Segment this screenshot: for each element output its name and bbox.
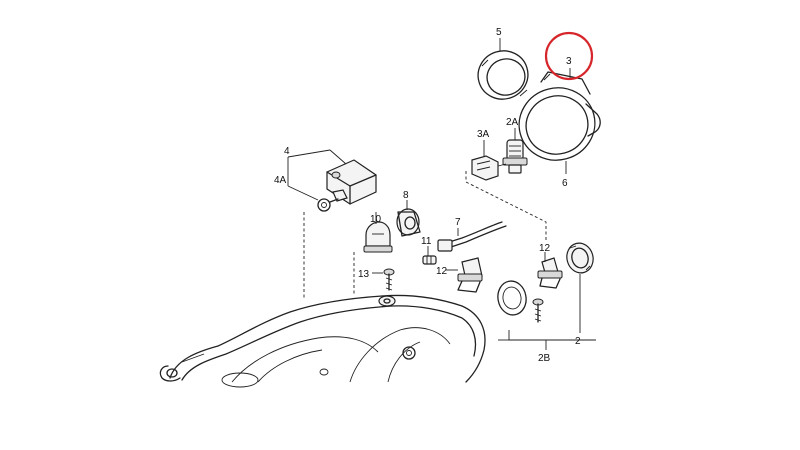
callout-3: 3 (566, 56, 572, 67)
callout-2a: 2A (506, 117, 519, 128)
callout-3a: 3A (477, 129, 490, 140)
part-2-sealing-cap (566, 242, 594, 333)
callout-4: 4 (284, 146, 290, 157)
callout-10: 10 (370, 214, 382, 225)
callout-5: 5 (496, 27, 502, 38)
part-5-seal-ring (477, 38, 529, 100)
callout-8: 8 (403, 190, 409, 201)
highlight-circle-callout-3 (544, 31, 594, 81)
callout-4a: 4A (274, 175, 287, 186)
part-8-bulb-socket (396, 200, 421, 237)
callout-2b: 2B (538, 353, 551, 364)
callout-13: 13 (358, 269, 370, 280)
part-11-small-bulb (422, 246, 437, 265)
part-3a-bulb-holder (471, 140, 507, 181)
part-12-left-bulb (446, 257, 483, 293)
part-7-wiring-harness (437, 221, 507, 252)
part-13-screw (372, 268, 395, 291)
part-2a-bulb (502, 128, 528, 174)
callout-2: 2 (575, 336, 581, 347)
callout-11: 11 (421, 236, 432, 247)
part-12-right-bulb (537, 252, 563, 289)
part-10-bulb (363, 212, 393, 253)
part-4-adjuster-motor (287, 149, 377, 212)
headlight-housing (159, 294, 486, 388)
part-2b-retaining-ring (497, 280, 596, 350)
assembly-dashed-path (465, 171, 547, 240)
callout-6: 6 (562, 178, 568, 189)
callout-12-right: 12 (539, 243, 551, 254)
callout-7: 7 (455, 217, 461, 228)
callout-12-left: 12 (436, 266, 448, 277)
part-3-retaining-clip (540, 68, 591, 95)
